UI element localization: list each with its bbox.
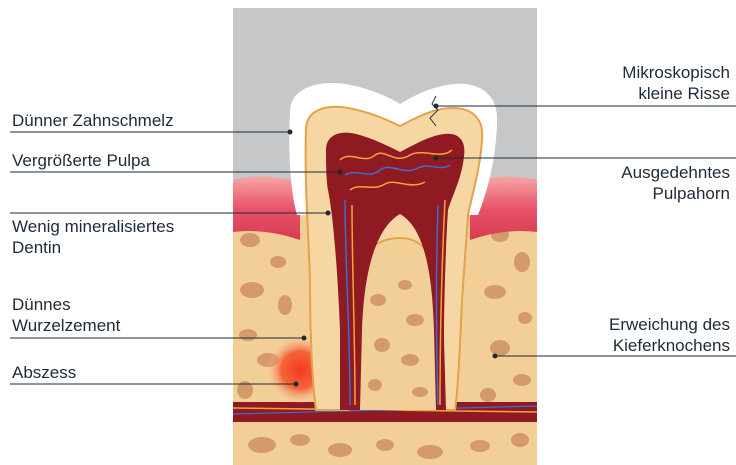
label-pulp-horn-line2: Pulpahorn — [621, 183, 730, 204]
label-jawbone: Erweichung des Kieferknochens — [609, 314, 730, 356]
label-cementum-line1: Dünnes — [12, 294, 120, 315]
label-cementum-line2: Wurzelzement — [12, 315, 120, 336]
label-micro-cracks-line1: Mikroskopisch — [622, 62, 730, 83]
label-micro-cracks: Mikroskopisch kleine Risse — [622, 62, 730, 104]
label-pulp-horn: Ausgedehntes Pulpahorn — [621, 162, 730, 204]
label-enlarged-pulp: Vergrößerte Pulpa — [12, 150, 150, 171]
label-cementum: Dünnes Wurzelzement — [12, 294, 120, 336]
label-dentin-line1: Wenig mineralisiertes — [12, 216, 174, 237]
label-jawbone-line1: Erweichung des — [609, 314, 730, 335]
label-enlarged-pulp-line1: Vergrößerte Pulpa — [12, 151, 150, 170]
label-micro-cracks-line2: kleine Risse — [622, 83, 730, 104]
label-dentin-line2: Dentin — [12, 237, 174, 258]
label-thin-enamel: Dünner Zahnschmelz — [12, 110, 174, 131]
label-abscess-line1: Abszess — [12, 363, 76, 382]
label-pulp-horn-line1: Ausgedehntes — [621, 162, 730, 183]
label-dentin: Wenig mineralisiertes Dentin — [12, 216, 174, 258]
label-thin-enamel-line1: Dünner Zahnschmelz — [12, 111, 174, 130]
label-abscess: Abszess — [12, 362, 76, 383]
label-jawbone-line2: Kieferknochens — [609, 335, 730, 356]
gum-left — [233, 176, 300, 240]
